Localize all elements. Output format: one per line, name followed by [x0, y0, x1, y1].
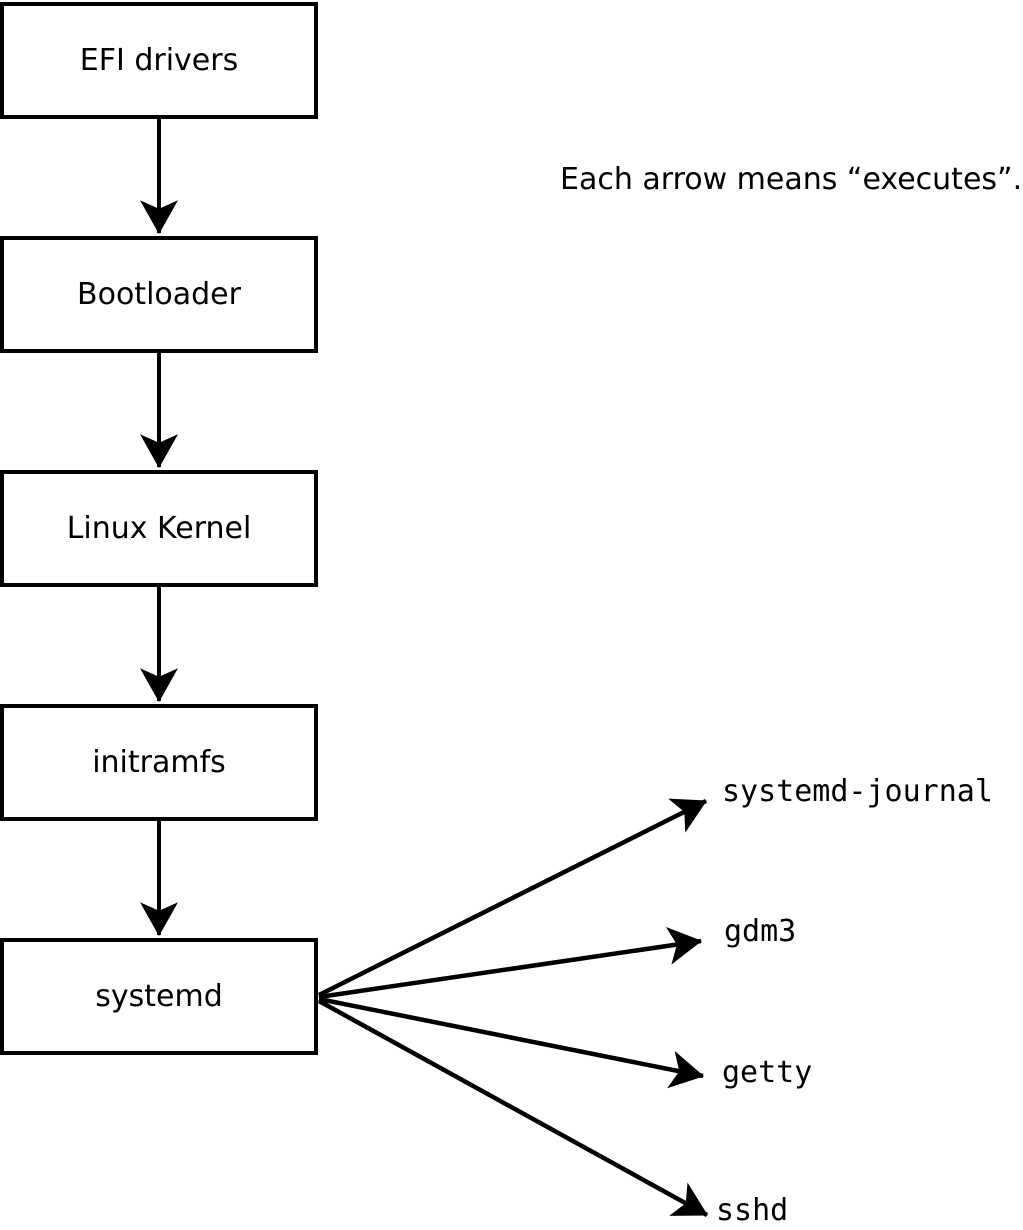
- annotation-note: Each arrow means “executes”.: [560, 162, 1023, 197]
- label-getty: getty: [722, 1055, 813, 1090]
- node-efi-drivers-label: EFI drivers: [79, 42, 239, 78]
- node-initramfs: initramfs: [0, 704, 318, 821]
- label-sshd: sshd: [716, 1193, 789, 1228]
- node-systemd: systemd: [0, 938, 318, 1055]
- label-systemd-journal: systemd-journal: [722, 774, 993, 809]
- node-linux-kernel: Linux Kernel: [0, 470, 318, 587]
- node-bootloader-label: Bootloader: [77, 276, 241, 312]
- label-gdm3: gdm3: [724, 914, 797, 949]
- node-initramfs-label: initramfs: [92, 744, 226, 780]
- arrow-systemd-to-systemd-journal: [317, 798, 708, 998]
- node-bootloader: Bootloader: [0, 236, 318, 353]
- node-systemd-label: systemd: [95, 978, 223, 1014]
- node-linux-kernel-label: Linux Kernel: [66, 510, 252, 546]
- arrow-systemd-to-sshd: [317, 999, 709, 1217]
- arrow-systemd-to-getty: [318, 996, 705, 1089]
- arrow-systemd-to-gdm3: [318, 926, 703, 1000]
- node-efi-drivers: EFI drivers: [0, 2, 318, 119]
